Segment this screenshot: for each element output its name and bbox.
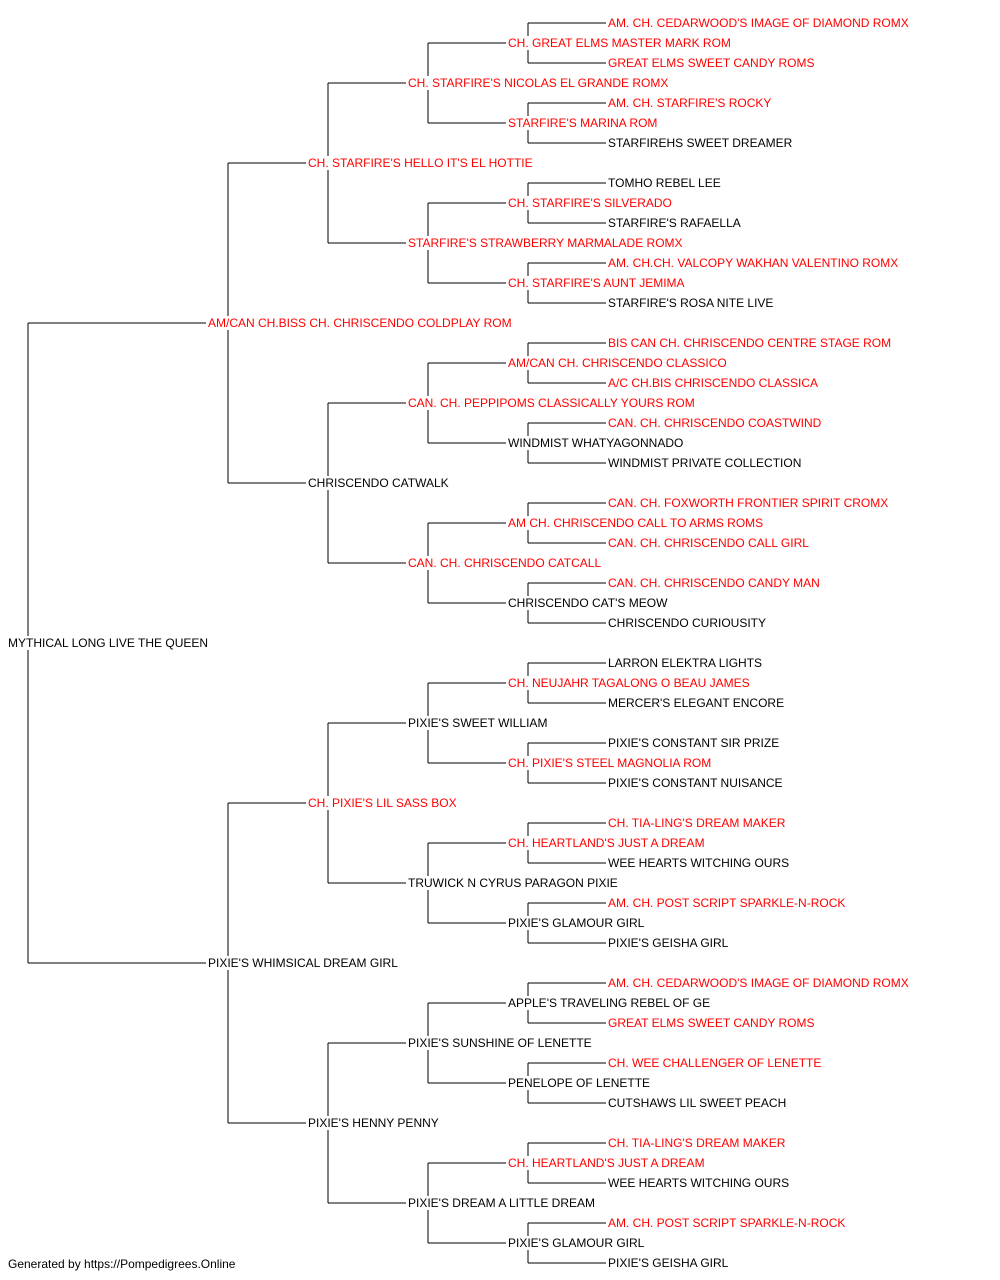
dog-name-gen-4: AM CH. CHRISCENDO CALL TO ARMS ROMS (508, 516, 764, 530)
dog-name-gen-5: GREAT ELMS SWEET CANDY ROMS (608, 56, 815, 70)
dog-name-gen-4: CH. HEARTLAND'S JUST A DREAM (508, 1156, 705, 1170)
dog-name-gen-4: STARFIRE'S MARINA ROM (508, 116, 658, 130)
dog-name-gen-5: PIXIE'S GEISHA GIRL (608, 936, 729, 950)
dog-name-gen-4: CH. STARFIRE'S SILVERADO (508, 196, 672, 210)
dog-name-gen-3: CAN. CH. PEPPIPOMS CLASSICALLY YOURS ROM (408, 396, 695, 410)
dog-name-gen-5: STARFIRE'S RAFAELLA (608, 216, 741, 230)
dog-name-gen-4: CH. NEUJAHR TAGALONG O BEAU JAMES (508, 676, 750, 690)
dog-name-gen-1: AM/CAN CH.BISS CH. CHRISCENDO COLDPLAY R… (208, 316, 512, 330)
dog-name-gen-5: CAN. CH. CHRISCENDO CALL GIRL (608, 536, 809, 550)
dog-name-gen-5: CHRISCENDO CURIOUSITY (608, 616, 767, 630)
dog-name-gen-4: PENELOPE OF LENETTE (508, 1076, 651, 1090)
dog-name-gen-3: PIXIE'S DREAM A LITTLE DREAM (408, 1196, 596, 1210)
dog-name-gen-2: CH. PIXIE'S LIL SASS BOX (308, 796, 457, 810)
generated-by-footer: Generated by https://Pompedigrees.Online (8, 1257, 236, 1271)
dog-name-gen-5: AM. CH. POST SCRIPT SPARKLE-N-ROCK (608, 1216, 846, 1230)
dog-name-gen-5: BIS CAN CH. CHRISCENDO CENTRE STAGE ROM (608, 336, 892, 350)
dog-name-gen-5: CAN. CH. FOXWORTH FRONTIER SPIRIT CROMX (608, 496, 889, 510)
dog-name-gen-4: CH. PIXIE'S STEEL MAGNOLIA ROM (508, 756, 712, 770)
dog-name-gen-5: LARRON ELEKTRA LIGHTS (608, 656, 763, 670)
dog-name-gen-2: CH. STARFIRE'S HELLO IT'S EL HOTTIE (308, 156, 533, 170)
dog-name-gen-3: CH. STARFIRE'S NICOLAS EL GRANDE ROMX (408, 76, 669, 90)
dog-name-gen-3: PIXIE'S SUNSHINE OF LENETTE (408, 1036, 592, 1050)
dog-name-gen-3: TRUWICK N CYRUS PARAGON PIXIE (408, 876, 618, 890)
dog-name-gen-0: MYTHICAL LONG LIVE THE QUEEN (8, 636, 209, 650)
dog-name-gen-5: AM. CH. STARFIRE'S ROCKY (608, 96, 772, 110)
dog-name-gen-5: AM. CH.CH. VALCOPY WAKHAN VALENTINO ROMX (608, 256, 899, 270)
dog-name-gen-5: CAN. CH. CHRISCENDO CANDY MAN (608, 576, 820, 590)
dog-name-gen-5: WINDMIST PRIVATE COLLECTION (608, 456, 802, 470)
dog-name-gen-5: CAN. CH. CHRISCENDO COASTWIND (608, 416, 822, 430)
dog-name-gen-5: PIXIE'S GEISHA GIRL (608, 1256, 729, 1270)
dog-name-gen-5: MERCER'S ELEGANT ENCORE (608, 696, 785, 710)
dog-name-gen-5: CH. TIA-LING'S DREAM MAKER (608, 816, 786, 830)
dog-name-gen-3: PIXIE'S SWEET WILLIAM (408, 716, 548, 730)
dog-name-gen-5: AM. CH. CEDARWOOD'S IMAGE OF DIAMOND ROM… (608, 16, 909, 30)
dog-name-gen-4: CH. STARFIRE'S AUNT JEMIMA (508, 276, 685, 290)
dog-name-gen-4: CHRISCENDO CAT'S MEOW (508, 596, 668, 610)
dog-name-gen-5: WEE HEARTS WITCHING OURS (608, 856, 790, 870)
dog-name-gen-5: STARFIRE'S ROSA NITE LIVE (608, 296, 774, 310)
dog-name-gen-5: PIXIE'S CONSTANT SIR PRIZE (608, 736, 780, 750)
dog-name-gen-4: WINDMIST WHATYAGONNADO (508, 436, 684, 450)
dog-name-gen-5: STARFIREHS SWEET DREAMER (608, 136, 793, 150)
dog-name-gen-3: CAN. CH. CHRISCENDO CATCALL (408, 556, 602, 570)
dog-name-gen-5: PIXIE'S CONSTANT NUISANCE (608, 776, 783, 790)
dog-name-gen-5: CUTSHAWS LIL SWEET PEACH (608, 1096, 787, 1110)
dog-name-gen-5: GREAT ELMS SWEET CANDY ROMS (608, 1016, 815, 1030)
dog-name-gen-5: WEE HEARTS WITCHING OURS (608, 1176, 790, 1190)
dog-name-gen-5: AM. CH. POST SCRIPT SPARKLE-N-ROCK (608, 896, 846, 910)
dog-name-gen-5: TOMHO REBEL LEE (608, 176, 721, 190)
dog-name-gen-3: STARFIRE'S STRAWBERRY MARMALADE ROMX (408, 236, 683, 250)
dog-name-gen-4: AM/CAN CH. CHRISCENDO CLASSICO (508, 356, 727, 370)
dog-name-gen-1: PIXIE'S WHIMSICAL DREAM GIRL (208, 956, 398, 970)
dog-name-gen-4: APPLE'S TRAVELING REBEL OF GE (508, 996, 711, 1010)
dog-name-gen-2: CHRISCENDO CATWALK (308, 476, 449, 490)
dog-name-gen-5: CH. WEE CHALLENGER OF LENETTE (608, 1056, 822, 1070)
dog-name-gen-4: PIXIE'S GLAMOUR GIRL (508, 1236, 645, 1250)
dog-name-gen-4: CH. GREAT ELMS MASTER MARK ROM (508, 36, 731, 50)
dog-name-gen-4: CH. HEARTLAND'S JUST A DREAM (508, 836, 705, 850)
dog-name-gen-5: AM. CH. CEDARWOOD'S IMAGE OF DIAMOND ROM… (608, 976, 909, 990)
dog-name-gen-5: A/C CH.BIS CHRISCENDO CLASSICA (608, 376, 819, 390)
dog-name-gen-4: PIXIE'S GLAMOUR GIRL (508, 916, 645, 930)
dog-name-gen-5: CH. TIA-LING'S DREAM MAKER (608, 1136, 786, 1150)
dog-name-gen-2: PIXIE'S HENNY PENNY (308, 1116, 439, 1130)
